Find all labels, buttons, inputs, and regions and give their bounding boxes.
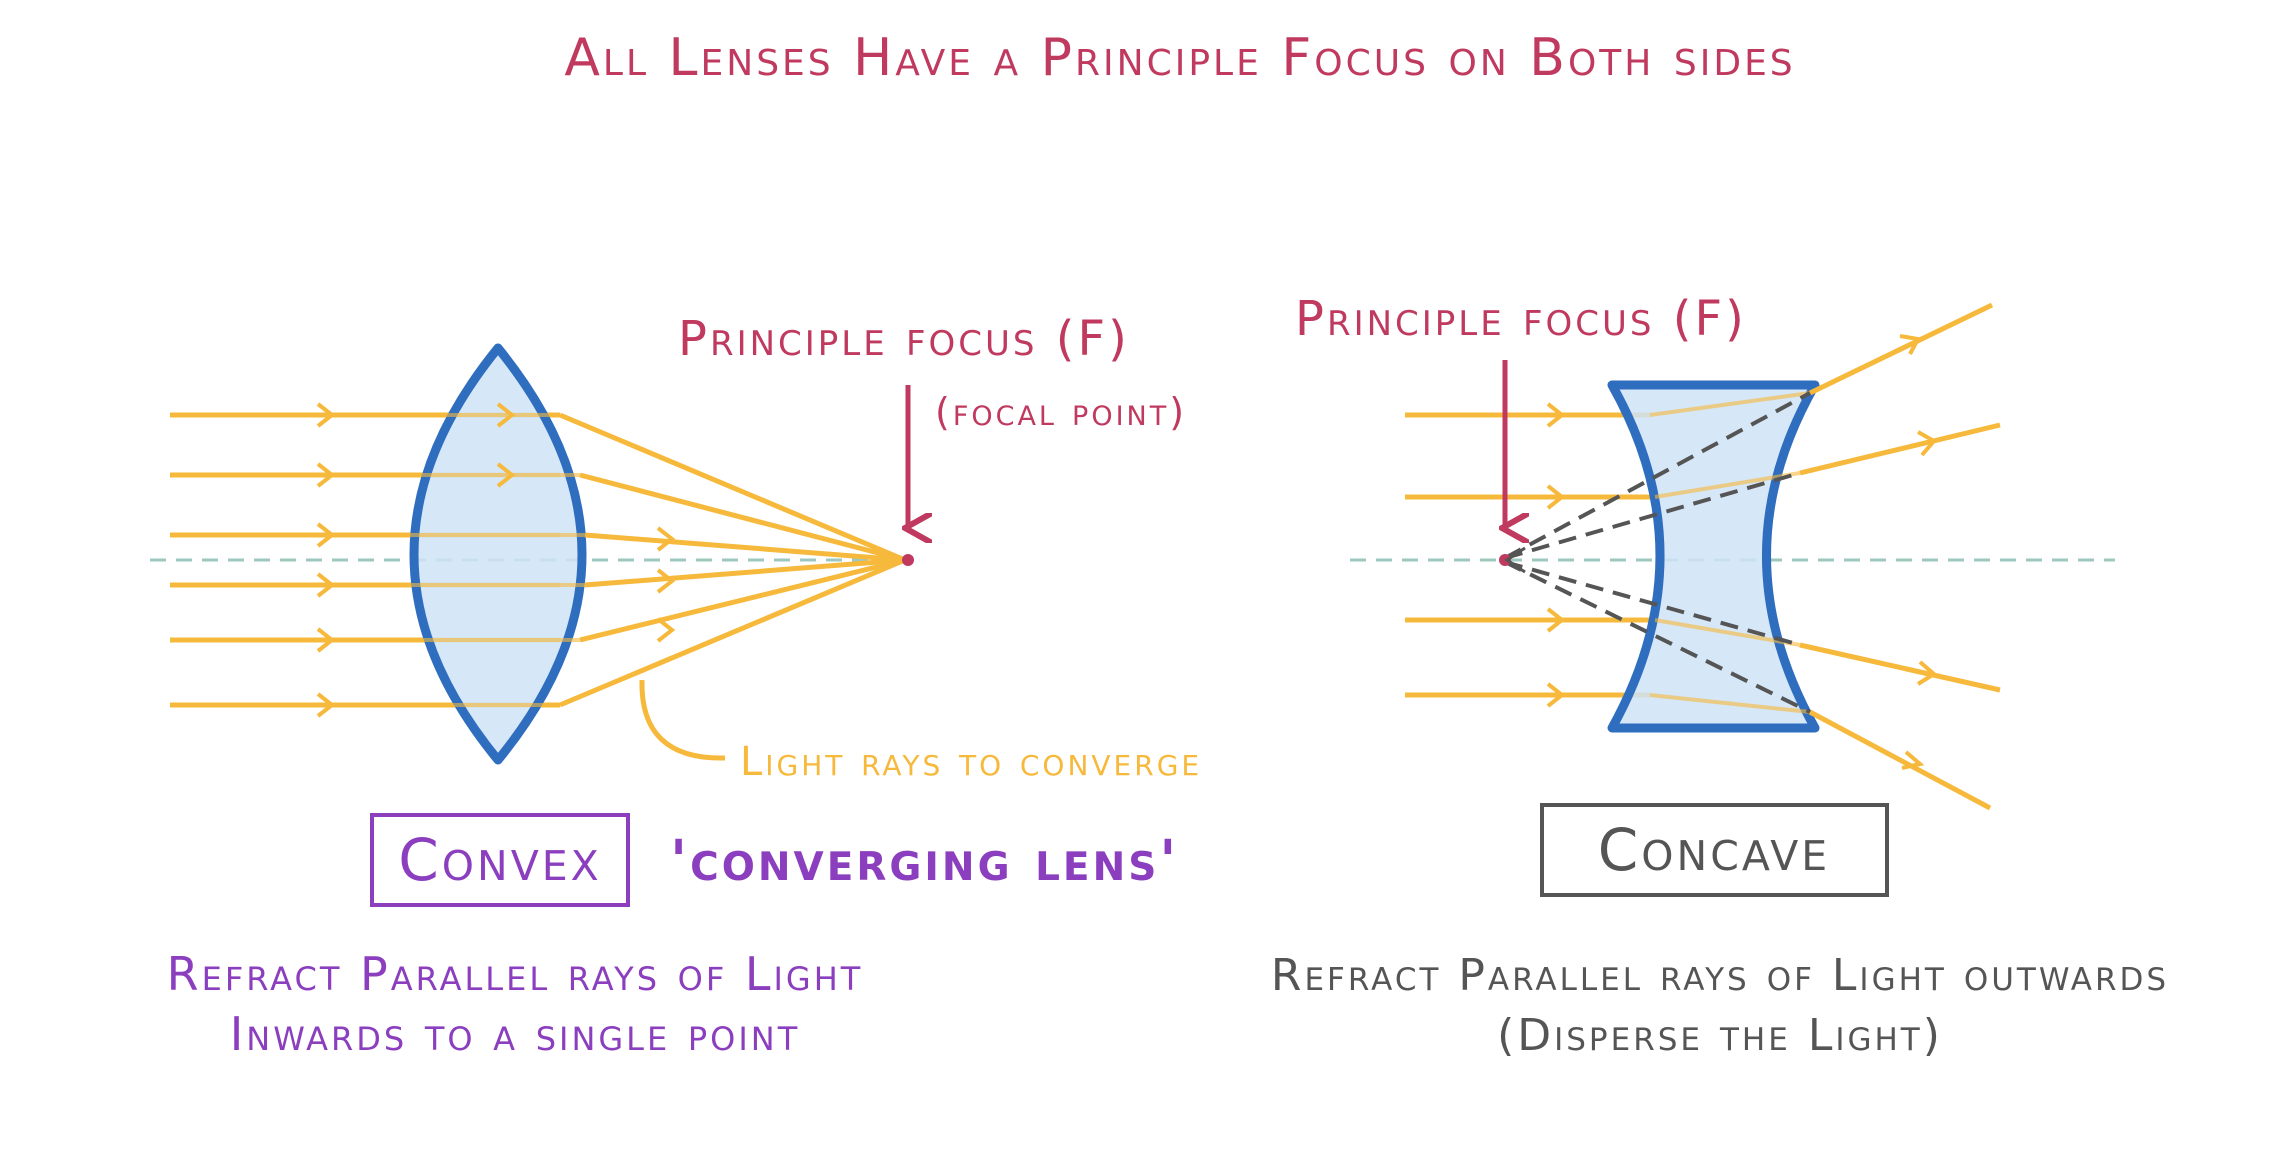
convex-focus-label: Principle focus (F) <box>678 311 1130 367</box>
converge-pointer <box>639 679 726 761</box>
convex-name-box <box>370 813 630 907</box>
page-title: All Lenses Have a Principle Focus on Bot… <box>564 28 1795 88</box>
concave-lens <box>1607 380 1820 733</box>
concave-description-line2: (Disperse the Light) <box>1497 1010 1943 1061</box>
convex-rays-inside <box>405 413 585 707</box>
convex-lens <box>409 343 587 765</box>
convex-alias: 'converging lens' <box>670 829 1179 894</box>
concave-section: Principle focus (F) Concave Refract Para… <box>1271 291 2169 1061</box>
concave-ray-arrows <box>1546 334 1938 770</box>
convex-section: Principle focus (F) (focal point) Light … <box>150 311 1202 1061</box>
concave-rays-inside <box>1649 391 1811 714</box>
concave-virtual-rays <box>1504 391 1811 714</box>
converge-note: Light rays to converge <box>740 739 1202 785</box>
concave-diverging-rays <box>1799 302 2001 811</box>
concave-description-line1: Refract Parallel rays of Light outwards <box>1271 950 2169 1001</box>
convex-description-line2: Inwards to a single point <box>230 1007 801 1061</box>
concave-incoming-rays <box>1405 412 1655 698</box>
concave-name-box <box>1540 803 1889 897</box>
concave-focus-cone <box>1504 546 1526 574</box>
concave-name: Concave <box>1598 816 1830 884</box>
convex-name: Convex <box>398 826 601 894</box>
convex-ray-arrows <box>316 402 676 718</box>
convex-converging-rays <box>559 412 906 708</box>
convex-focal-point <box>902 554 914 566</box>
concave-focus-label: Principle focus (F) <box>1295 291 1747 347</box>
convex-focal-point-note: (focal point) <box>935 390 1187 434</box>
convex-description-line1: Refract Parallel rays of Light <box>167 947 864 1001</box>
